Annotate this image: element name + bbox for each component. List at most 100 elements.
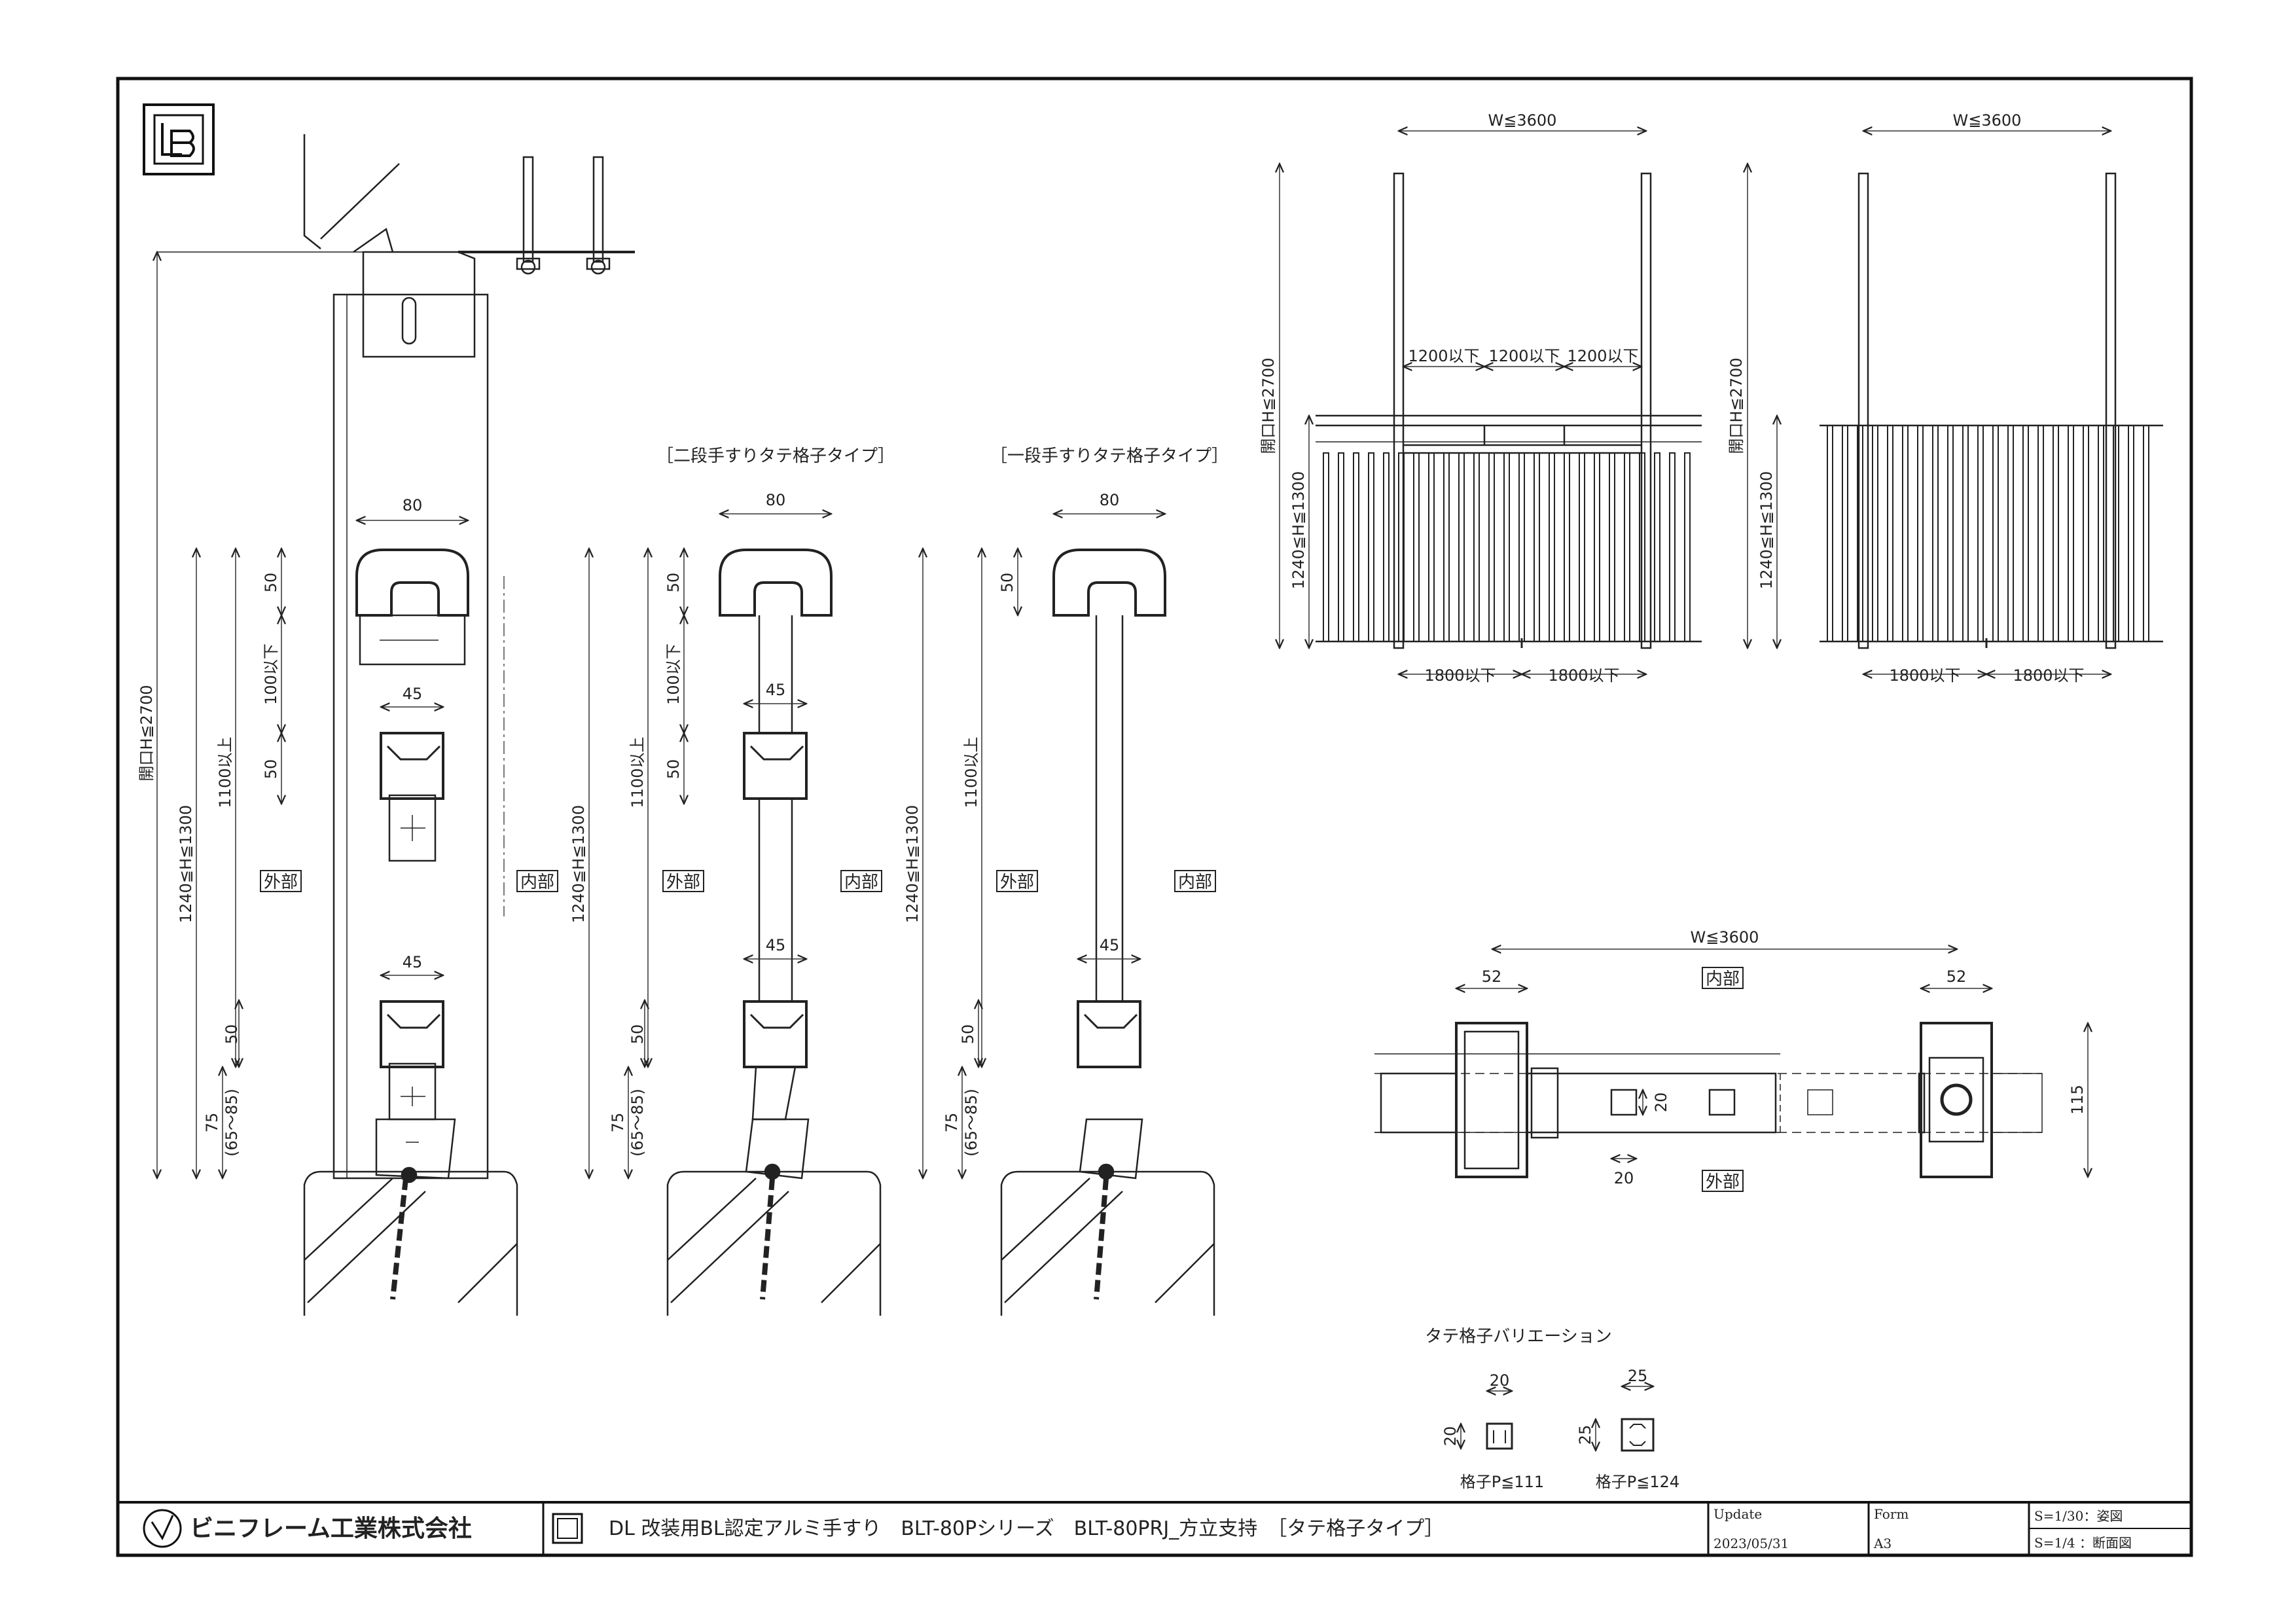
dim-h-elev-a: 1240≦H≦1300 bbox=[1289, 471, 1308, 589]
pitch-25: 格子P≦124 bbox=[1596, 1473, 1679, 1491]
baluster bbox=[1383, 452, 1390, 642]
variation-title: タテ格子バリエーション bbox=[1425, 1327, 1611, 1346]
dim-1100-two: 1100以上 bbox=[628, 736, 647, 808]
lb-logo bbox=[143, 103, 215, 175]
elevation-two-step bbox=[1316, 172, 1702, 649]
baluster bbox=[1669, 452, 1676, 642]
dimension-lines-variations bbox=[1461, 1386, 1653, 1451]
plan-view bbox=[1374, 1022, 2043, 1178]
dim-open-elev-a: 開口H≦2700 bbox=[1259, 357, 1278, 454]
dim-50-main-a: 50 bbox=[262, 573, 280, 593]
label-inside-two: 内部 bbox=[844, 873, 878, 892]
dim-50-one-b: 50 bbox=[959, 1024, 977, 1045]
baluster bbox=[2007, 425, 2014, 642]
dim-20-var-v: 20 bbox=[1441, 1426, 1460, 1447]
baluster bbox=[1594, 452, 1600, 642]
baluster bbox=[1534, 452, 1540, 642]
dim-45-one: 45 bbox=[1100, 936, 1120, 954]
dim-80-one: 80 bbox=[1100, 491, 1120, 509]
dim-20-var-h: 20 bbox=[1490, 1371, 1510, 1390]
baluster bbox=[1917, 425, 1924, 642]
baluster bbox=[1609, 452, 1615, 642]
dimension-lines-two-step bbox=[589, 514, 831, 1178]
label-outside-two: 外部 bbox=[666, 873, 700, 892]
dim-25-var-h: 25 bbox=[1628, 1367, 1648, 1385]
baluster bbox=[2022, 425, 2029, 642]
dim-65-85-two: (65～85) bbox=[628, 1089, 647, 1157]
label-outside-plan: 外部 bbox=[1706, 1172, 1740, 1192]
dim-1200-a: 1200以下 bbox=[1408, 347, 1479, 365]
dim-75-one: 75 bbox=[942, 1113, 961, 1133]
baluster bbox=[1518, 452, 1525, 642]
dim-h-elev-b: 1240≦H≦1300 bbox=[1757, 471, 1776, 589]
baluster bbox=[1932, 425, 1939, 642]
dim-open-height: 開口H≦2700 bbox=[137, 685, 156, 781]
baluster bbox=[2113, 425, 2119, 642]
baluster bbox=[1947, 425, 1954, 642]
baluster bbox=[1413, 452, 1420, 642]
baluster bbox=[1503, 452, 1510, 642]
dim-100-main: 100以下 bbox=[262, 643, 280, 705]
baluster bbox=[1624, 452, 1630, 642]
baluster bbox=[2143, 425, 2149, 642]
baluster bbox=[2053, 425, 2059, 642]
dimension-lines-elev-a bbox=[1280, 131, 1646, 674]
title-block bbox=[118, 1501, 2191, 1555]
dim-80-two: 80 bbox=[766, 491, 786, 509]
dim-65-85-main: (65～85) bbox=[223, 1089, 241, 1157]
one-step-section-view bbox=[1000, 549, 1215, 1316]
baluster bbox=[2083, 425, 2089, 642]
dim-50-one-a: 50 bbox=[998, 573, 1016, 593]
dim-50-two-c: 50 bbox=[628, 1024, 647, 1045]
dim-100-two: 100以下 bbox=[664, 643, 683, 705]
scale-elevation: S=1/30：姿図 bbox=[2034, 1508, 2123, 1524]
dim-1200-b: 1200以下 bbox=[1488, 347, 1560, 365]
baluster bbox=[1872, 425, 1878, 642]
two-step-title: ［二段手すりタテ格子タイプ］ bbox=[656, 446, 895, 466]
label-outside-one: 外部 bbox=[1000, 873, 1034, 892]
one-step-title: ［一段手すりタテ格子タイプ］ bbox=[990, 446, 1229, 466]
dimension-lines-plan bbox=[1456, 949, 2088, 1177]
update-date: 2023/05/31 bbox=[1713, 1536, 1789, 1551]
dim-w-elev-b: W≦3600 bbox=[1953, 111, 2022, 130]
dim-75-main: 75 bbox=[203, 1113, 221, 1133]
baluster bbox=[2068, 425, 2074, 642]
company-name: ビニフレーム工業株式会社 bbox=[190, 1515, 472, 1542]
dim-h-main: 1240≦H≦1300 bbox=[177, 805, 195, 923]
baluster bbox=[1338, 452, 1344, 642]
pitch-20: 格子P≦111 bbox=[1460, 1473, 1544, 1491]
baluster bbox=[2037, 425, 2044, 642]
baluster bbox=[1842, 425, 1848, 642]
baluster bbox=[1684, 452, 1691, 642]
dimension-lines-elev-b bbox=[1748, 131, 2111, 674]
dim-w-elev-a: W≦3600 bbox=[1488, 111, 1557, 130]
dim-115: 115 bbox=[2068, 1085, 2087, 1115]
main-section-view bbox=[157, 134, 635, 1316]
label-inside-main: 内部 bbox=[520, 873, 554, 892]
baluster bbox=[1428, 452, 1435, 642]
baluster bbox=[1857, 425, 1863, 642]
dim-50-main-c: 50 bbox=[223, 1024, 241, 1045]
dim-open-elev-b: 開口H≦2700 bbox=[1727, 357, 1746, 454]
baluster bbox=[1458, 452, 1465, 642]
baluster bbox=[1827, 425, 1833, 642]
baluster-variations bbox=[1486, 1418, 1655, 1452]
dim-1800-a1: 1800以下 bbox=[1424, 666, 1496, 685]
baluster bbox=[1368, 452, 1374, 642]
baluster bbox=[1564, 452, 1570, 642]
update-label: Update bbox=[1713, 1506, 1762, 1522]
baluster bbox=[1323, 452, 1329, 642]
dim-50-main-b: 50 bbox=[262, 759, 280, 780]
dim-1100-main: 1100以上 bbox=[216, 736, 234, 808]
elevation-one-step bbox=[1820, 172, 2163, 649]
dim-75-two: 75 bbox=[609, 1113, 627, 1133]
scale-section: S=1/4 ：断面図 bbox=[2034, 1535, 2132, 1551]
baluster bbox=[1887, 425, 1893, 642]
label-outside-main: 外部 bbox=[264, 873, 298, 892]
dim-h-one: 1240≦H≦1300 bbox=[903, 805, 922, 923]
dim-45-two-b: 45 bbox=[766, 936, 786, 954]
baluster bbox=[1992, 425, 1999, 642]
label-inside-plan: 内部 bbox=[1706, 969, 1740, 989]
elevation-one-step-balusters bbox=[1827, 425, 2149, 642]
baluster bbox=[2128, 425, 2134, 642]
